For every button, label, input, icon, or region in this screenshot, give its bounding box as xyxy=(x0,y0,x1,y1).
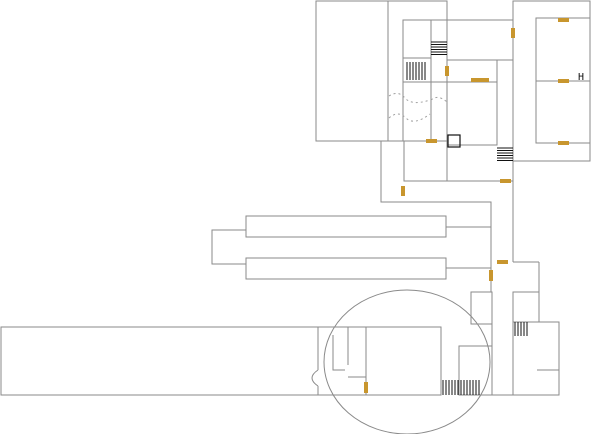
stairs-tower-passage xyxy=(442,380,480,395)
square-marker[interactable] xyxy=(447,134,461,148)
doors xyxy=(364,18,569,393)
west-long-rooms xyxy=(211,215,491,280)
door-marker xyxy=(511,28,515,38)
stairs-north-hall-upper xyxy=(431,41,447,55)
door-marker xyxy=(471,78,489,82)
south-east-rooms xyxy=(458,262,560,396)
door-marker xyxy=(426,139,437,143)
stairs-south-east-room xyxy=(514,322,528,336)
door-marker xyxy=(489,270,493,281)
door-marker xyxy=(401,186,405,196)
door-marker xyxy=(497,260,508,264)
north-hall xyxy=(315,0,448,142)
north-corridor xyxy=(446,0,591,181)
door-marker xyxy=(558,141,569,145)
stairs-north-hall-lower xyxy=(406,62,426,80)
door-marker xyxy=(500,179,511,183)
central-corridor xyxy=(380,141,539,292)
h-marker[interactable]: H xyxy=(578,72,584,83)
door-marker xyxy=(558,79,569,83)
round-tower xyxy=(323,289,491,434)
south-long-hall xyxy=(0,326,442,396)
door-marker xyxy=(558,18,569,22)
stairs-east-corridor xyxy=(497,147,513,161)
door-marker xyxy=(364,382,368,393)
door-marker xyxy=(445,66,449,76)
